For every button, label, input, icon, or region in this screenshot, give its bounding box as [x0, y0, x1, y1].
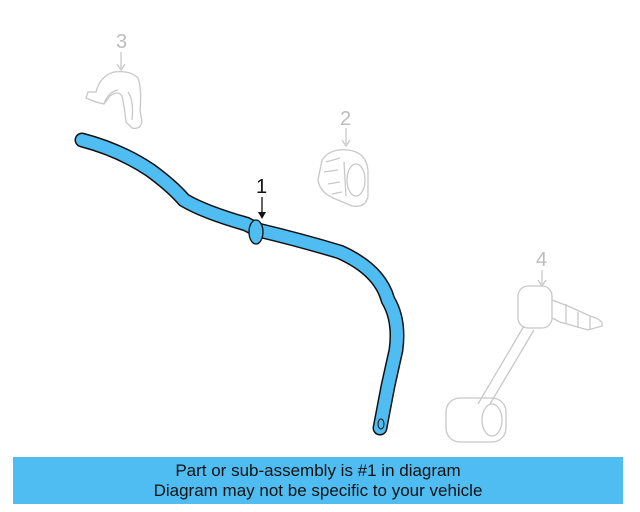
callout-2-label: 2: [340, 108, 351, 130]
callout-1-label: 1: [256, 176, 267, 198]
banner-line-part-number: Part or sub-assembly is #1 in diagram: [175, 461, 461, 480]
part-2-bushing[interactable]: 2: [317, 108, 369, 207]
parts-diagram: 3 2 4 1: [74, 31, 603, 443]
info-banner: Part or sub-assembly is #1 in diagram Di…: [13, 457, 623, 504]
callout-4-label: 4: [536, 249, 547, 271]
callout-3-label: 3: [116, 31, 127, 53]
banner-line-disclaimer: Diagram may not be specific to your vehi…: [153, 481, 483, 500]
part-3-bracket[interactable]: 3: [85, 31, 143, 130]
part-1-stabilizer-bar[interactable]: 1: [74, 132, 405, 436]
part-4-stabilizer-link[interactable]: 4: [445, 249, 603, 443]
